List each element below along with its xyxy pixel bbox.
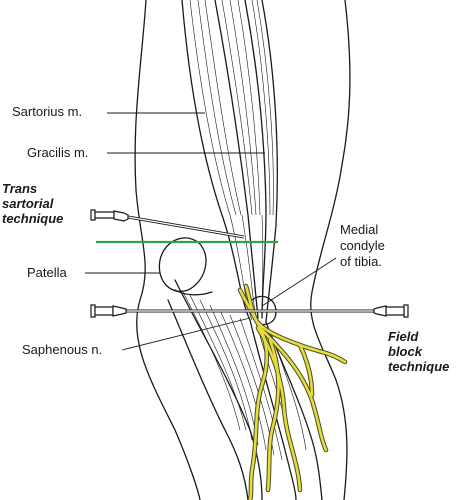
leg-outline [134,0,351,500]
label-field-block-line-1: Field [388,329,419,344]
label-sartorius: Sartorius m. [12,104,82,119]
syringe-needle-icon [90,209,129,222]
label-field-block-line-2: block [388,344,423,359]
label-medial-condyle-line-2: condyle [340,238,385,253]
label-patella: Patella [27,265,68,280]
field-block-needle [90,304,409,318]
syringe-needle-icon [373,304,409,318]
syringe-needle-icon [90,304,127,318]
label-trans-sartorial-line-3: technique [2,211,63,226]
label-medial-condyle-line-1: Medial [340,222,378,237]
saphenous-nerve [237,283,348,500]
trans-sartorial-needle [90,209,245,239]
patella-shape [158,237,213,296]
label-gracilis: Gracilis m. [27,145,88,160]
label-field-block-line-3: technique [388,359,449,374]
label-trans-sartorial-line-2: sartorial [2,196,54,211]
label-trans-sartorial-line-1: Trans [2,181,37,196]
label-saphenous: Saphenous n. [22,342,102,357]
label-medial-condyle-line-3: of tibia. [340,254,382,269]
leader-lines [85,112,337,351]
muscle-bundles [181,0,278,323]
lower-leg-tendons [167,279,323,500]
